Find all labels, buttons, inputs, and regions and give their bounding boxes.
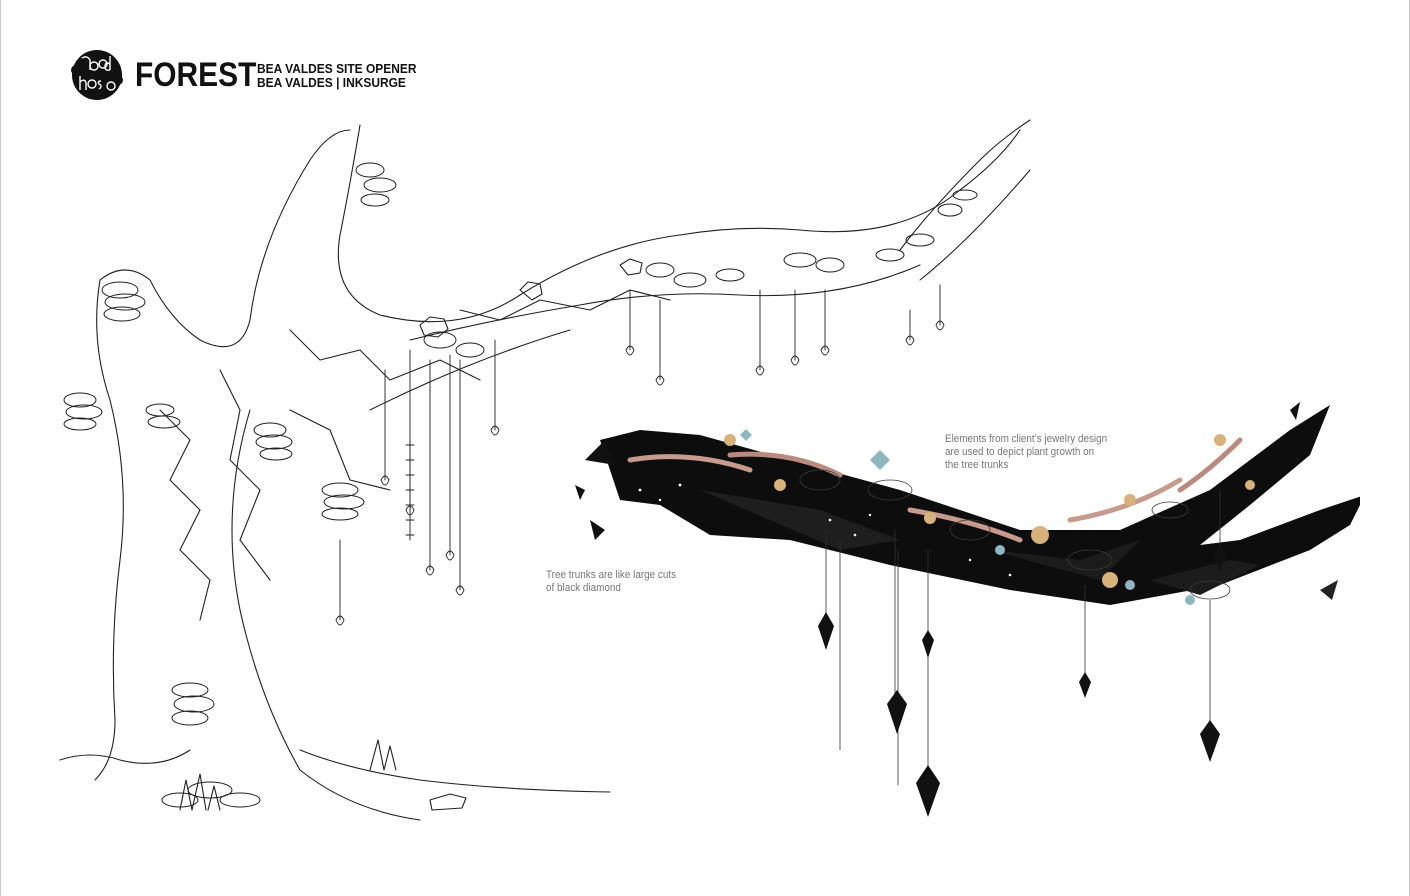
jewelry-note-line-2: are used to depict plant growth on [945,446,1095,458]
page-border-left [0,0,1,896]
black-diamond-note: Tree trunks are like large cuts of black… [546,569,676,595]
tree-line-sketch [59,119,1031,821]
jewelry-design-note: Elements from client’s jewelry design ar… [945,433,1107,472]
page-title: FOREST [135,56,257,94]
jewelry-note-line-1: Elements from client’s jewelry design [945,433,1108,445]
subtitle-project: BEA VALDES SITE OPENER [257,61,417,76]
diamond-note-line-1: Tree trunks are like large cuts [546,569,677,581]
page-subtitle: BEA VALDES SITE OPENER BEA VALDES | INKS… [257,62,417,90]
jewelry-note-line-3: the tree trunks [945,459,1009,471]
diamond-note-line-2: of black diamond [546,582,621,594]
acid-house-logo [71,50,123,100]
black-diamond-branch [575,402,1360,817]
subtitle-credits: BEA VALDES | INKSURGE [257,75,406,90]
